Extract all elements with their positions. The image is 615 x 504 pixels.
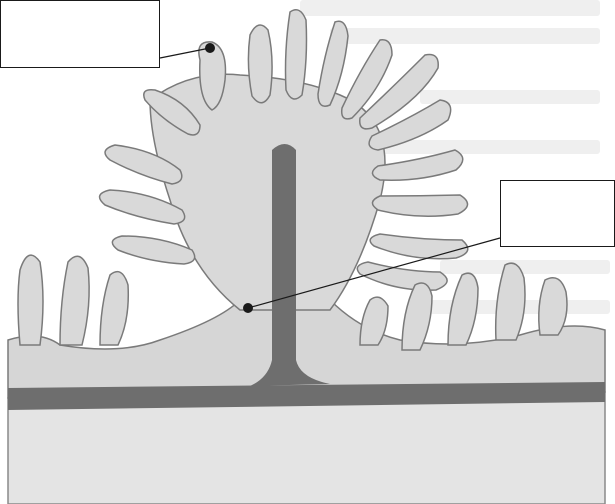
villus [286,10,307,99]
villus [318,21,348,106]
villus [112,236,194,264]
villus [248,25,272,103]
villus [372,150,462,180]
villus [402,283,432,350]
villus [370,234,468,259]
villus [60,256,89,345]
villus [539,278,567,335]
villus [357,262,447,290]
villus [18,255,43,345]
pointer-dot-right [243,303,253,313]
pointer-dot-top-left [205,43,215,53]
villus [496,263,525,340]
villus [100,272,128,345]
label-box-right[interactable] [500,180,615,247]
villus [448,273,478,345]
villus [372,195,467,216]
label-box-top-left[interactable] [0,0,160,68]
